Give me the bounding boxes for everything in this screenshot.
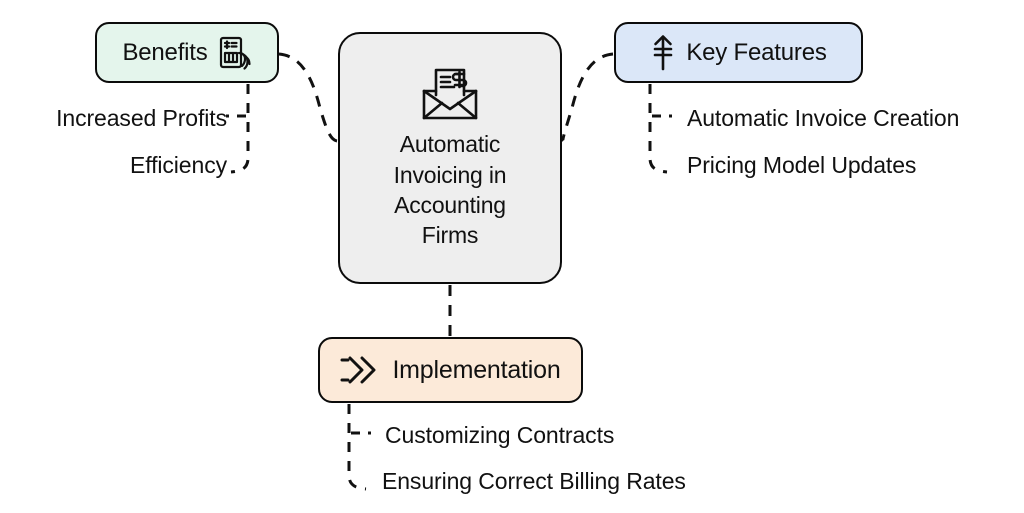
calculator-hand-icon	[218, 35, 252, 71]
invoice-envelope-icon	[416, 65, 484, 123]
leaf-label-efficiency[interactable]: Efficiency	[129, 152, 227, 178]
leaf-label-pricing-model-updates[interactable]: Pricing Model Updates	[687, 152, 917, 178]
leaf-label-automatic-invoice-creation[interactable]: Automatic Invoice Creation	[687, 105, 960, 131]
edge-keyfeatures-trunk	[648, 84, 668, 174]
leaf-label-increased-profits[interactable]: Increased Profits	[56, 105, 227, 131]
leaf-label-customizing-contracts[interactable]: Customizing Contracts	[385, 422, 615, 448]
branch-node-benefits[interactable]: Benefits	[95, 22, 279, 83]
central-node[interactable]: Automatic Invoicing in Accounting Firms	[338, 32, 562, 284]
branch-node-benefits-label: Benefits	[122, 38, 208, 66]
branch-node-implementation-label: Implementation	[392, 355, 561, 384]
edge-benefits-trunk	[230, 84, 250, 174]
central-node-label: Automatic Invoicing in Accounting Firms	[393, 131, 507, 249]
edge-central-benefits	[278, 52, 338, 143]
branch-node-implementation[interactable]: Implementation	[318, 337, 583, 403]
fast-forward-chevrons-icon	[340, 354, 382, 386]
branch-node-key-features[interactable]: Key Features	[614, 22, 863, 83]
branch-node-key-features-label: Key Features	[686, 38, 827, 66]
leaf-label-ensuring-correct-billing-rates[interactable]: Ensuring Correct Billing Rates	[382, 468, 686, 494]
edge-central-keyfeatures	[561, 52, 614, 143]
double-bar-up-arrow-icon	[650, 33, 676, 73]
edge-implementation-trunk	[347, 404, 367, 491]
